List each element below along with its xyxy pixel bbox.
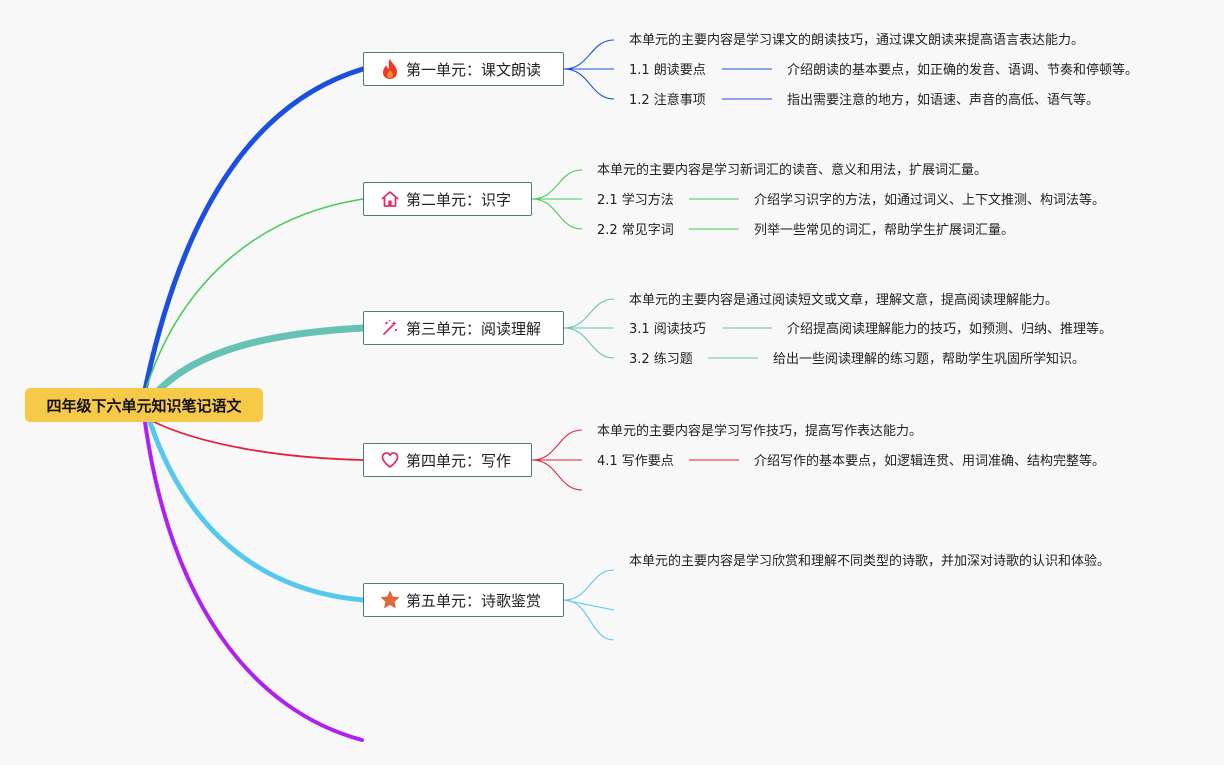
fire-icon (379, 58, 401, 80)
unit-2-item-2-label: 2.2 常见字词 (597, 223, 674, 238)
unit-node-3[interactable]: 第三单元：阅读理解 (363, 311, 564, 345)
branch-unit-4 (149, 419, 364, 461)
branch-unit-3 (146, 324, 367, 404)
unit-2-title: 第二单元：识字 (406, 190, 512, 209)
unit-3-item-2-label: 3.2 练习题 (629, 352, 693, 367)
root-title: 四年级下六单元知识笔记语文 (46, 396, 242, 415)
unit-2-connectors (531, 169, 739, 230)
unit-1-item-2-label: 1.2 注意事项 (629, 93, 706, 108)
unit-3-item-2-detail: 给出一些阅读理解的练习题，帮助学生巩固所学知识。 (773, 352, 1086, 367)
unit-3-connectors (563, 298, 772, 359)
unit-4-title: 第四单元：写作 (406, 451, 512, 470)
unit-1-title: 第一单元：课文朗读 (406, 60, 542, 79)
unit-node-1[interactable]: 第一单元：课文朗读 (363, 52, 564, 86)
unit-4-item-1-detail: 介绍写作的基本要点，如逻辑连贯、用词准确、结构完整等。 (754, 454, 1106, 469)
star-icon (379, 589, 401, 611)
unit-1-item-1-label: 1.1 朗读要点 (629, 63, 706, 78)
unit-5-connectors (563, 569, 615, 641)
unit-5-title: 第五单元：诗歌鉴赏 (406, 591, 542, 610)
unit-1-connectors (563, 39, 772, 100)
unit-5-summary: 本单元的主要内容是学习欣赏和理解不同类型的诗歌，并加深对诗歌的认识和体验。 (629, 554, 1111, 569)
branch-unit-2 (144, 198, 364, 393)
magic-wand-icon (379, 317, 401, 339)
branch-unit-5 (147, 419, 366, 603)
branch-unit-1 (142, 66, 366, 393)
unit-1-item-1-detail: 介绍朗读的基本要点，如正确的发音、语调、节奏和停顿等。 (787, 63, 1139, 78)
unit-3-item-1-label: 3.1 阅读技巧 (629, 322, 706, 337)
heart-icon (379, 449, 401, 471)
unit-3-item-1-detail: 介绍提高阅读理解能力的技巧，如预测、归纳、推理等。 (787, 322, 1113, 337)
unit-4-summary: 本单元的主要内容是学习写作技巧，提高写作表达能力。 (597, 424, 923, 439)
branch-extra (143, 420, 364, 742)
unit-1-summary: 本单元的主要内容是学习课文的朗读技巧，通过课文朗读来提高语言表达能力。 (629, 33, 1085, 48)
unit-3-title: 第三单元：阅读理解 (406, 319, 542, 338)
unit-node-5[interactable]: 第五单元：诗歌鉴赏 (363, 583, 564, 617)
unit-3-summary: 本单元的主要内容是通过阅读短文或文章，理解文意，提高阅读理解能力。 (629, 293, 1059, 308)
unit-node-2[interactable]: 第二单元：识字 (363, 182, 532, 216)
unit-2-summary: 本单元的主要内容是学习新词汇的读音、意义和用法，扩展词汇量。 (597, 163, 988, 178)
unit-1-item-2-detail: 指出需要注意的地方，如语速、声音的高低、语气等。 (787, 93, 1100, 108)
unit-node-4[interactable]: 第四单元：写作 (363, 443, 532, 477)
root-node[interactable]: 四年级下六单元知识笔记语文 (25, 388, 263, 422)
unit-2-item-2-detail: 列举一些常见的词汇，帮助学生扩展词汇量。 (754, 223, 1015, 238)
unit-4-item-1-label: 4.1 写作要点 (597, 454, 674, 469)
unit-2-item-1-label: 2.1 学习方法 (597, 193, 674, 208)
house-icon (379, 188, 401, 210)
unit-4-connectors (531, 429, 739, 491)
unit-2-item-1-detail: 介绍学习识字的方法，如通过词义、上下文推测、构词法等。 (754, 193, 1106, 208)
